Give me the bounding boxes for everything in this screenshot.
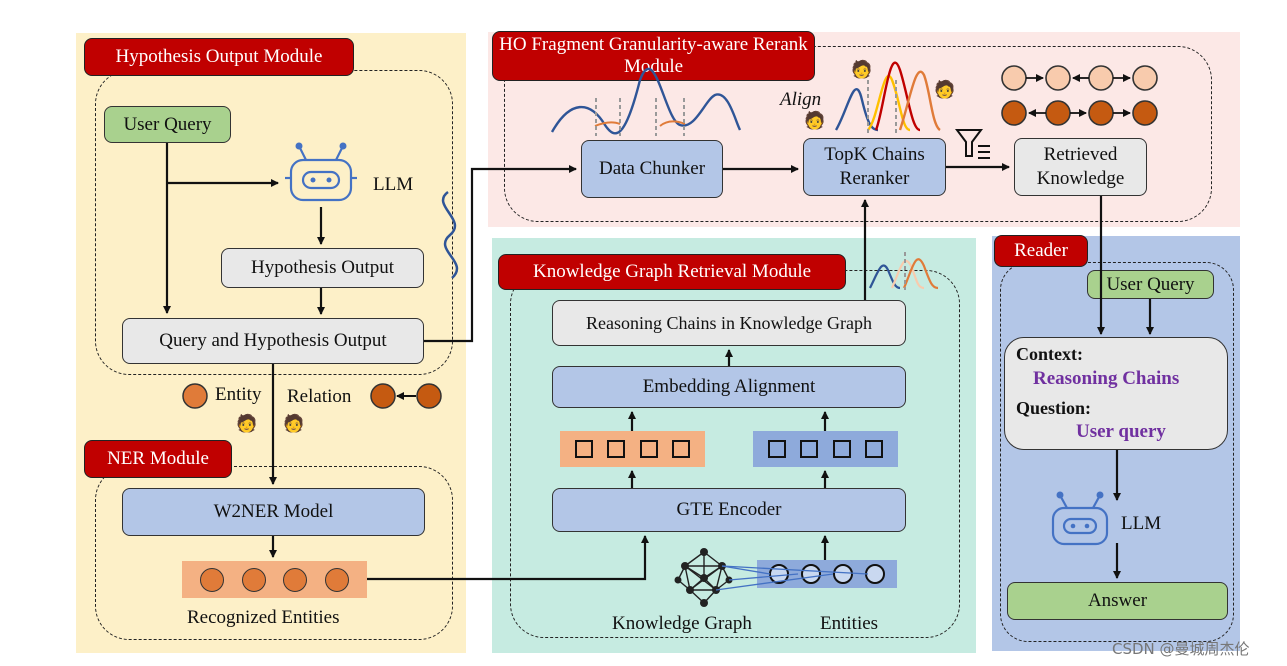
person-icon-2: 🧑	[283, 414, 305, 433]
reader-prompt-box	[1004, 337, 1228, 450]
person-icon-3: 🧑	[851, 60, 873, 79]
w2ner-model-box: W2NER Model	[122, 488, 425, 536]
person-icon: 🧑	[236, 414, 258, 433]
user-query-box: User Query	[104, 106, 231, 143]
knowledge-graph-label: Knowledge Graph	[612, 613, 752, 634]
entities-label: Entities	[820, 613, 879, 634]
rerank-module-title: HO Fragment Granularity-aware Rerank Mod…	[492, 31, 815, 81]
entity-circle	[325, 567, 350, 592]
kg-entities-vector	[757, 560, 897, 588]
entity-circle	[199, 567, 224, 592]
embedding-cell	[607, 440, 626, 458]
kg-entity-circle	[865, 564, 885, 584]
embedding-cell	[767, 440, 786, 458]
hypothesis-output-box: Hypothesis Output	[221, 248, 424, 288]
context-value: Reasoning Chains	[1033, 368, 1180, 389]
person-icon-5: 🧑	[804, 111, 826, 130]
question-label: Question:	[1016, 398, 1092, 418]
topk-reranker-box: TopK Chains Reranker	[803, 138, 946, 196]
reader-module-title: Reader	[994, 235, 1088, 267]
llm-label: LLM	[373, 174, 414, 195]
entity-legend-label: Entity	[215, 384, 262, 405]
embedding-cell	[800, 440, 819, 458]
reader-module-border	[1000, 262, 1234, 642]
embedding-alignment-box: Embedding Alignment	[552, 366, 906, 408]
person-icon-4: 🧑	[934, 80, 956, 99]
entity-circle	[241, 567, 266, 592]
answer-box: Answer	[1007, 582, 1228, 620]
watermark: CSDN @曼城周杰伦	[1112, 640, 1250, 658]
hypothesis-module-title: Hypothesis Output Module	[84, 38, 354, 76]
recognized-entities-vector	[182, 561, 367, 598]
orange-embedding-vector	[560, 431, 705, 467]
rerank-module-border	[504, 46, 1212, 222]
data-chunker-box: Data Chunker	[581, 140, 723, 198]
embedding-cell	[832, 440, 851, 458]
reader-llm-label: LLM	[1121, 513, 1162, 534]
embedding-cell	[865, 440, 884, 458]
relation-legend-label: Relation	[287, 386, 352, 407]
entity-circle	[283, 567, 308, 592]
retrieved-knowledge-box: Retrieved Knowledge	[1014, 138, 1147, 196]
embedding-cell	[639, 440, 658, 458]
kg-module-title: Knowledge Graph Retrieval Module	[498, 254, 846, 290]
context-label: Context:	[1016, 344, 1083, 364]
blue-embedding-vector	[753, 431, 898, 467]
question-value: User query	[1076, 421, 1166, 442]
reader-user-query-box: User Query	[1087, 270, 1214, 299]
reasoning-chains-box: Reasoning Chains in Knowledge Graph	[552, 300, 906, 346]
embedding-cell	[574, 440, 593, 458]
query-hypothesis-box: Query and Hypothesis Output	[122, 318, 424, 364]
embedding-cell	[672, 440, 691, 458]
recognized-entities-label: Recognized Entities	[187, 607, 340, 628]
kg-entity-circle	[769, 564, 789, 584]
kg-entity-circle	[801, 564, 821, 584]
align-label: Align	[780, 89, 822, 110]
gte-encoder-box: GTE Encoder	[552, 488, 906, 532]
kg-entity-circle	[833, 564, 853, 584]
ner-module-title: NER Module	[84, 440, 232, 478]
